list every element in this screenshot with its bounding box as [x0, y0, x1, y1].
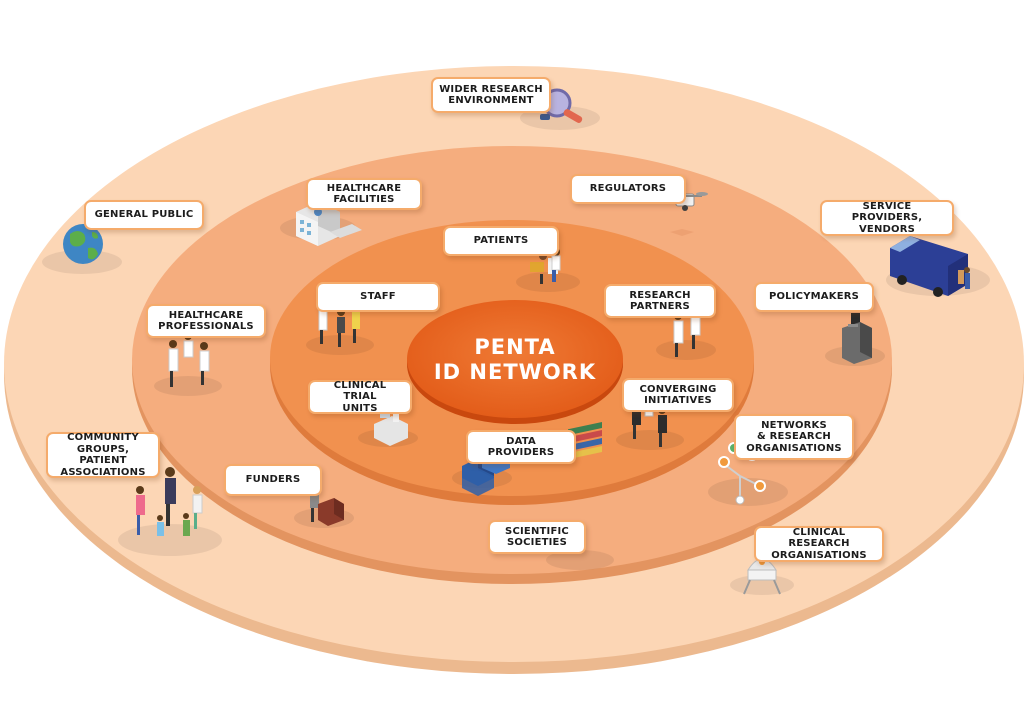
label-line: PATIENTS [473, 235, 529, 247]
label-line: FACILITIES [333, 194, 395, 205]
label-line: UNITS [342, 402, 378, 414]
label-healthcare-professionals: HEALTHCARE PROFESSIONALS [146, 304, 266, 338]
label-data-providers: DATA PROVIDERS [466, 430, 576, 464]
delivery-van-icon [890, 236, 970, 297]
label-clinical-research-organisations: CLINICAL RESEARCH ORGANISATIONS [754, 526, 884, 562]
books-icon [568, 422, 602, 460]
label-line: WIDER RESEARCH [439, 83, 543, 95]
label-research-partners: RESEARCH PARTNERS [604, 284, 716, 318]
globe-icon [63, 224, 103, 264]
label-line: FUNDERS [245, 474, 301, 486]
core [407, 300, 623, 418]
label-networks-research-organisations: NETWORKS & RESEARCH ORGANISATIONS [734, 414, 854, 460]
label-community-groups-patient-associations: COMMUNITY GROUPS, PATIENT ASSOCIATIONS [46, 432, 160, 478]
label-line: PARTNERS [630, 301, 690, 312]
center-title: PENTA ID NETWORK [410, 320, 620, 400]
label-line: PROVIDERS [487, 447, 555, 458]
label-line: NETWORKS [761, 419, 827, 431]
label-healthcare-facilities: HEALTHCARE FACILITIES [306, 178, 422, 210]
label-line: ENVIRONMENT [448, 95, 534, 106]
label-line: POLICYMAKERS [768, 291, 860, 303]
label-line: RESEARCH [629, 289, 691, 301]
label-line: REGULATORS [589, 183, 667, 195]
label-service-providers-vendors: SERVICE PROVIDERS, VENDORS [820, 200, 954, 236]
label-line: HEALTHCARE [168, 309, 244, 321]
label-line: CONVERGING [639, 383, 717, 395]
label-patients: PATIENTS [443, 226, 559, 256]
label-line: COMMUNITY [67, 432, 139, 443]
center-title-line2: ID NETWORK [433, 360, 597, 384]
label-general-public: GENERAL PUBLIC [84, 200, 204, 230]
label-line: DATA [506, 435, 536, 447]
label-funders: FUNDERS [224, 464, 322, 496]
label-line: HEALTHCARE [326, 182, 402, 194]
label-line: CLINICAL TRIAL [333, 379, 387, 403]
podium-icon [842, 304, 872, 364]
label-line: ORGANISATIONS [771, 549, 867, 561]
label-line: ORGANISATIONS [746, 442, 842, 454]
label-line: SOCIETIES [507, 537, 567, 548]
label-line: INITIATIVES [644, 395, 712, 406]
label-line: PROFESSIONALS [158, 321, 254, 332]
center-title-line1: PENTA [474, 335, 556, 359]
label-line: SCIENTIFIC [505, 525, 569, 537]
label-line: STAFF [360, 291, 396, 303]
label-line: SERVICE PROVIDERS, [851, 200, 923, 224]
label-line: & RESEARCH [757, 431, 831, 443]
label-regulators: REGULATORS [570, 174, 686, 204]
label-clinical-trial-units: CLINICAL TRIAL UNITS [308, 380, 412, 414]
label-scientific-societies: SCIENTIFIC SOCIETIES [488, 520, 586, 554]
label-line: ASSOCIATIONS [60, 466, 146, 478]
label-staff: STAFF [316, 282, 440, 312]
hospital-icon [296, 202, 362, 246]
label-line: CLINICAL RESEARCH [788, 526, 850, 550]
label-converging-initiatives: CONVERGING INITIATIVES [622, 378, 734, 412]
label-wider-research-environment: WIDER RESEARCH ENVIRONMENT [431, 77, 551, 113]
community-group-illustration [136, 467, 203, 536]
label-line: GROUPS, PATIENT [76, 443, 130, 467]
label-line: VENDORS [858, 223, 916, 235]
label-line: GENERAL PUBLIC [94, 209, 194, 221]
healthcare-professionals-illustration [168, 332, 210, 387]
label-policymakers: POLICYMAKERS [754, 282, 874, 312]
